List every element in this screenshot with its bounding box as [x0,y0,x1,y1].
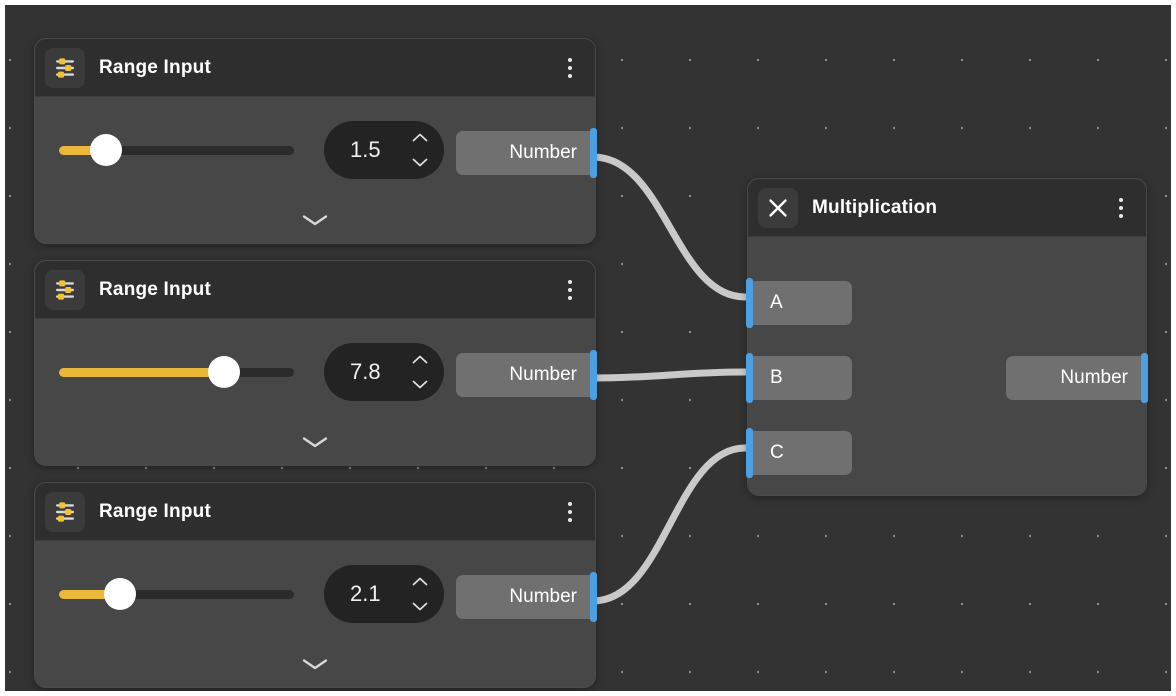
node-body: 2.1 Number [35,541,597,687]
node-title: Range Input [99,56,211,78]
sliders-icon [56,57,74,78]
range-input-row: 7.8 Number [35,341,597,403]
port-connector-bar[interactable] [590,350,597,400]
number-stepper[interactable]: 2.1 [324,565,444,623]
input-port-label: B [770,367,783,388]
node-range-input-3[interactable]: Range Input 2.1 [34,482,597,688]
input-port-b[interactable]: B [746,353,852,403]
chevron-up-icon[interactable] [412,133,428,142]
output-port-number[interactable]: Number [456,128,597,178]
input-port-c[interactable]: C [746,428,852,478]
output-port-label: Number [509,586,577,607]
port-connector-bar[interactable] [1141,353,1148,403]
chevron-down-icon[interactable] [301,213,329,227]
range-input-row: 1.5 Number [35,119,597,181]
edge-range3-to-C [589,444,749,605]
edge-range2-to-B [589,368,749,382]
stepper-arrows [412,121,428,179]
sliders-icon [56,501,74,522]
input-port-label: A [770,292,783,313]
chevron-down-icon[interactable] [301,657,329,671]
range-input-row: 2.1 Number [35,563,597,625]
chevron-down-icon[interactable] [412,158,428,167]
output-port-label: Number [1060,367,1128,388]
slider-thumb[interactable] [207,356,240,388]
slider-fill [59,367,224,377]
stepper-arrows [412,343,428,401]
output-port-label: Number [509,142,577,163]
expand-node-button[interactable] [35,657,595,671]
chevron-up-icon[interactable] [412,577,428,586]
chevron-down-icon[interactable] [301,435,329,449]
output-port-number[interactable]: Number [456,572,597,622]
slider-thumb[interactable] [90,134,122,166]
port-connector-bar[interactable] [746,428,753,478]
port-connector-bar[interactable] [590,128,597,178]
chevron-down-icon[interactable] [412,602,428,611]
slider-track [59,589,294,599]
port-connector-bar[interactable] [746,278,753,328]
node-range-input-2[interactable]: Range Input 7.8 [34,260,597,466]
kebab-menu-icon[interactable] [559,495,581,529]
stepper-value[interactable]: 2.1 [350,581,381,606]
number-stepper[interactable]: 1.5 [324,121,444,179]
node-range-input-1[interactable]: Range Input 1.5 [34,38,597,244]
node-body: 7.8 Number [35,319,597,465]
stepper-arrows [412,565,428,623]
node-header[interactable]: Range Input [35,483,595,541]
close-x-icon [769,198,787,217]
kebab-menu-icon[interactable] [1110,191,1132,225]
range-slider[interactable] [59,578,294,610]
node-body: 1.5 Number [35,97,597,243]
node-title: Multiplication [812,196,938,218]
chevron-down-icon[interactable] [412,380,428,389]
stepper-value[interactable]: 1.5 [350,137,381,162]
node-multiplication[interactable]: Multiplication A B C Number [746,178,1148,496]
expand-node-button[interactable] [35,435,595,449]
kebab-menu-icon[interactable] [559,51,581,85]
stepper-value[interactable]: 7.8 [350,359,381,384]
node-title: Range Input [99,278,211,300]
sliders-icon-button[interactable] [45,491,85,532]
close-button[interactable] [758,187,798,228]
port-connector-bar[interactable] [590,572,597,622]
slider-thumb[interactable] [104,578,137,610]
input-port-label: C [770,442,784,463]
kebab-menu-icon[interactable] [559,273,581,307]
expand-node-button[interactable] [35,213,595,227]
sliders-icon-button[interactable] [45,47,85,88]
range-slider[interactable] [59,134,294,166]
slider-track [59,145,294,155]
slider-fill [59,145,106,155]
node-header[interactable]: Range Input [35,261,595,319]
output-port-label: Number [509,364,577,385]
range-slider[interactable] [59,356,294,388]
node-header[interactable]: Range Input [35,39,595,97]
number-stepper[interactable]: 7.8 [324,343,444,401]
node-header[interactable]: Multiplication [748,179,1146,237]
output-port-number[interactable]: Number [1006,353,1148,403]
sliders-icon [56,279,74,300]
chevron-up-icon[interactable] [412,355,428,364]
slider-fill [59,589,121,599]
node-title: Range Input [99,500,211,522]
edge-range1-to-A [589,153,749,301]
node-body: A B C Number [746,237,1148,495]
port-connector-bar[interactable] [746,353,753,403]
node-editor-canvas[interactable]: Range Input 1.5 [5,5,1171,691]
input-port-a[interactable]: A [746,278,852,328]
sliders-icon-button[interactable] [45,269,85,310]
output-port-number[interactable]: Number [456,350,597,400]
